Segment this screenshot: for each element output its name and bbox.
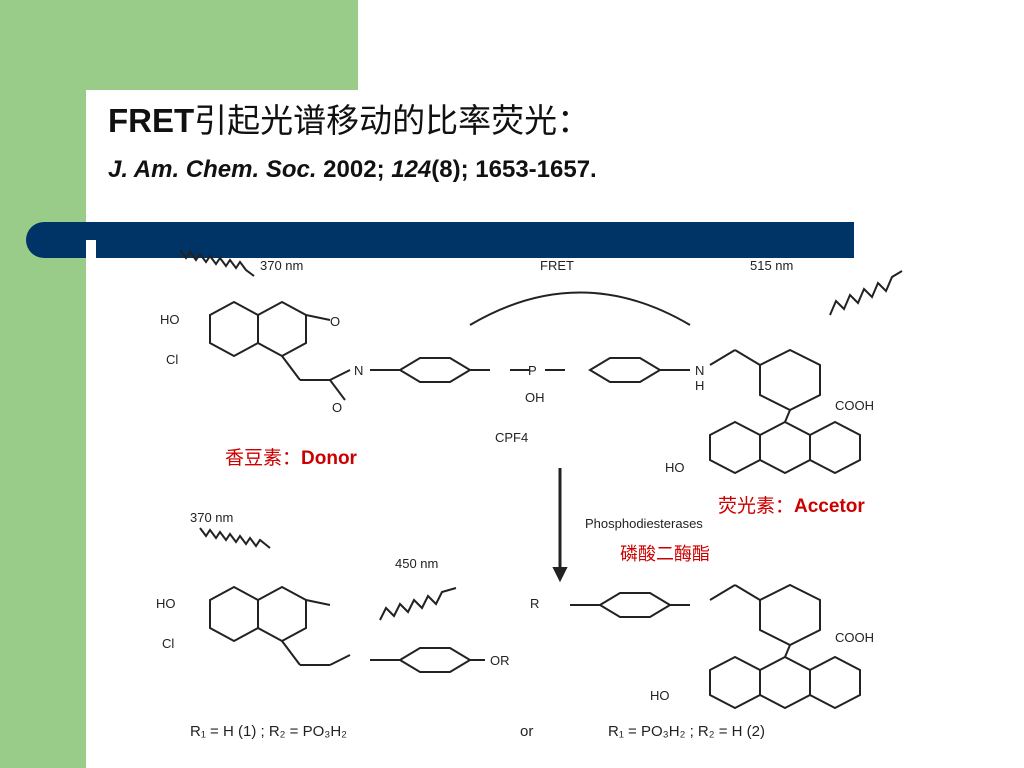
label-oh: OH xyxy=(525,390,545,405)
coumarin-ring-a-bottom xyxy=(209,585,259,643)
label-cl-bottom: Cl xyxy=(162,636,174,651)
title-cjk: 引起光谱移动的比率荧光： xyxy=(194,101,591,140)
fluorescein-benzoate-bottom xyxy=(759,583,821,647)
label-p: P xyxy=(528,363,537,378)
label-o-top: O xyxy=(330,314,340,329)
enzyme-label-cn-text: 磷酸二酶酯 xyxy=(620,544,710,565)
green-left-band xyxy=(0,0,86,768)
fluorescein-benzoate-top xyxy=(759,348,821,412)
label-cooh-top: COOH xyxy=(835,398,874,413)
reaction-scheme-drawing: 370 nm FRET 515 nm HO Cl O N O P OH N H … xyxy=(156,249,903,740)
xanthene-left-top xyxy=(709,420,761,475)
label-ho-xanthene-bottom: HO xyxy=(650,688,670,703)
reaction-scheme: 370 nm FRET 515 nm HO Cl O N O P OH N H … xyxy=(130,240,930,750)
acceptor-label-en: Accetor xyxy=(794,496,865,517)
excitation-arrow-bottom xyxy=(199,527,271,549)
label-ho-xanthene: HO xyxy=(665,460,685,475)
label-n-top: N xyxy=(354,363,363,378)
coumarin-ring-b-bottom xyxy=(257,585,307,643)
phenyl-ring-bottom xyxy=(398,647,472,673)
citation-journal: J. Am. Chem. Soc. xyxy=(108,156,317,183)
emission-arrow-top xyxy=(829,270,903,316)
xanthene-left-bottom xyxy=(709,655,761,710)
donor-label-cn: 香豆素： xyxy=(225,447,302,469)
enzyme-label-cn: 磷酸二酶酯 xyxy=(620,540,710,566)
phenyl-ring-1 xyxy=(398,357,472,383)
xanthene-mid-top xyxy=(759,420,811,475)
xanthene-mid-bottom xyxy=(759,655,811,710)
label-ho-bottom: HO xyxy=(156,596,176,611)
label-compound: CPF4 xyxy=(495,430,528,445)
label-em-bottom: 450 nm xyxy=(395,556,438,571)
excitation-arrow-top xyxy=(179,249,255,277)
label-n-fluor: N xyxy=(695,363,704,378)
acceptor-label-cn: 荧光素： xyxy=(718,495,795,517)
coumarin-ring-b xyxy=(257,300,307,358)
label-o-carbonyl: O xyxy=(332,400,342,415)
label-cooh-bottom: COOH xyxy=(835,630,874,645)
label-em-top: 515 nm xyxy=(750,258,793,273)
label-ex-top: 370 nm xyxy=(260,258,303,273)
emission-arrow-bottom xyxy=(379,587,457,621)
citation-pages: (8); 1653-1657. xyxy=(431,156,597,183)
green-top-band xyxy=(0,0,358,90)
slide-title: FRET引起光谱移动的比率荧光： xyxy=(108,94,590,142)
label-enzyme: Phosphodiesterases xyxy=(585,516,703,531)
label-cl-top: Cl xyxy=(166,352,178,367)
phenyl-ring-2 xyxy=(588,357,662,383)
phenyl-ring-product xyxy=(598,592,672,618)
label-h-fluor: H xyxy=(695,378,704,393)
acceptor-label: 荧光素：Accetor xyxy=(718,491,865,518)
label-r2o: R xyxy=(530,596,539,611)
citation: J. Am. Chem. Soc. 2002; 124(8); 1653-165… xyxy=(108,156,597,184)
label-ex-bottom: 370 nm xyxy=(190,510,233,525)
label-ho-top: HO xyxy=(160,312,180,327)
title-divider-bar xyxy=(26,222,854,258)
title-latin: FRET xyxy=(108,102,195,139)
xanthene-right-bottom xyxy=(809,655,861,710)
donor-label-en: Donor xyxy=(301,448,357,469)
divider-notch xyxy=(86,240,96,258)
label-or1: OR xyxy=(490,653,510,668)
footer-left: R₁ = H (1) ; R₂ = PO₃H₂ xyxy=(190,723,347,740)
fret-arrow xyxy=(469,291,691,326)
xanthene-right-top xyxy=(809,420,861,475)
footer-right: R₁ = PO₃H₂ ; R₂ = H (2) xyxy=(608,723,765,740)
donor-label: 香豆素：Donor xyxy=(225,443,357,470)
coumarin-ring-a xyxy=(209,300,259,358)
label-fret: FRET xyxy=(540,258,574,273)
content-corner xyxy=(86,90,358,240)
citation-year: 2002; xyxy=(323,156,385,183)
footer-or: or xyxy=(520,723,533,740)
citation-volume: 124 xyxy=(391,156,432,183)
